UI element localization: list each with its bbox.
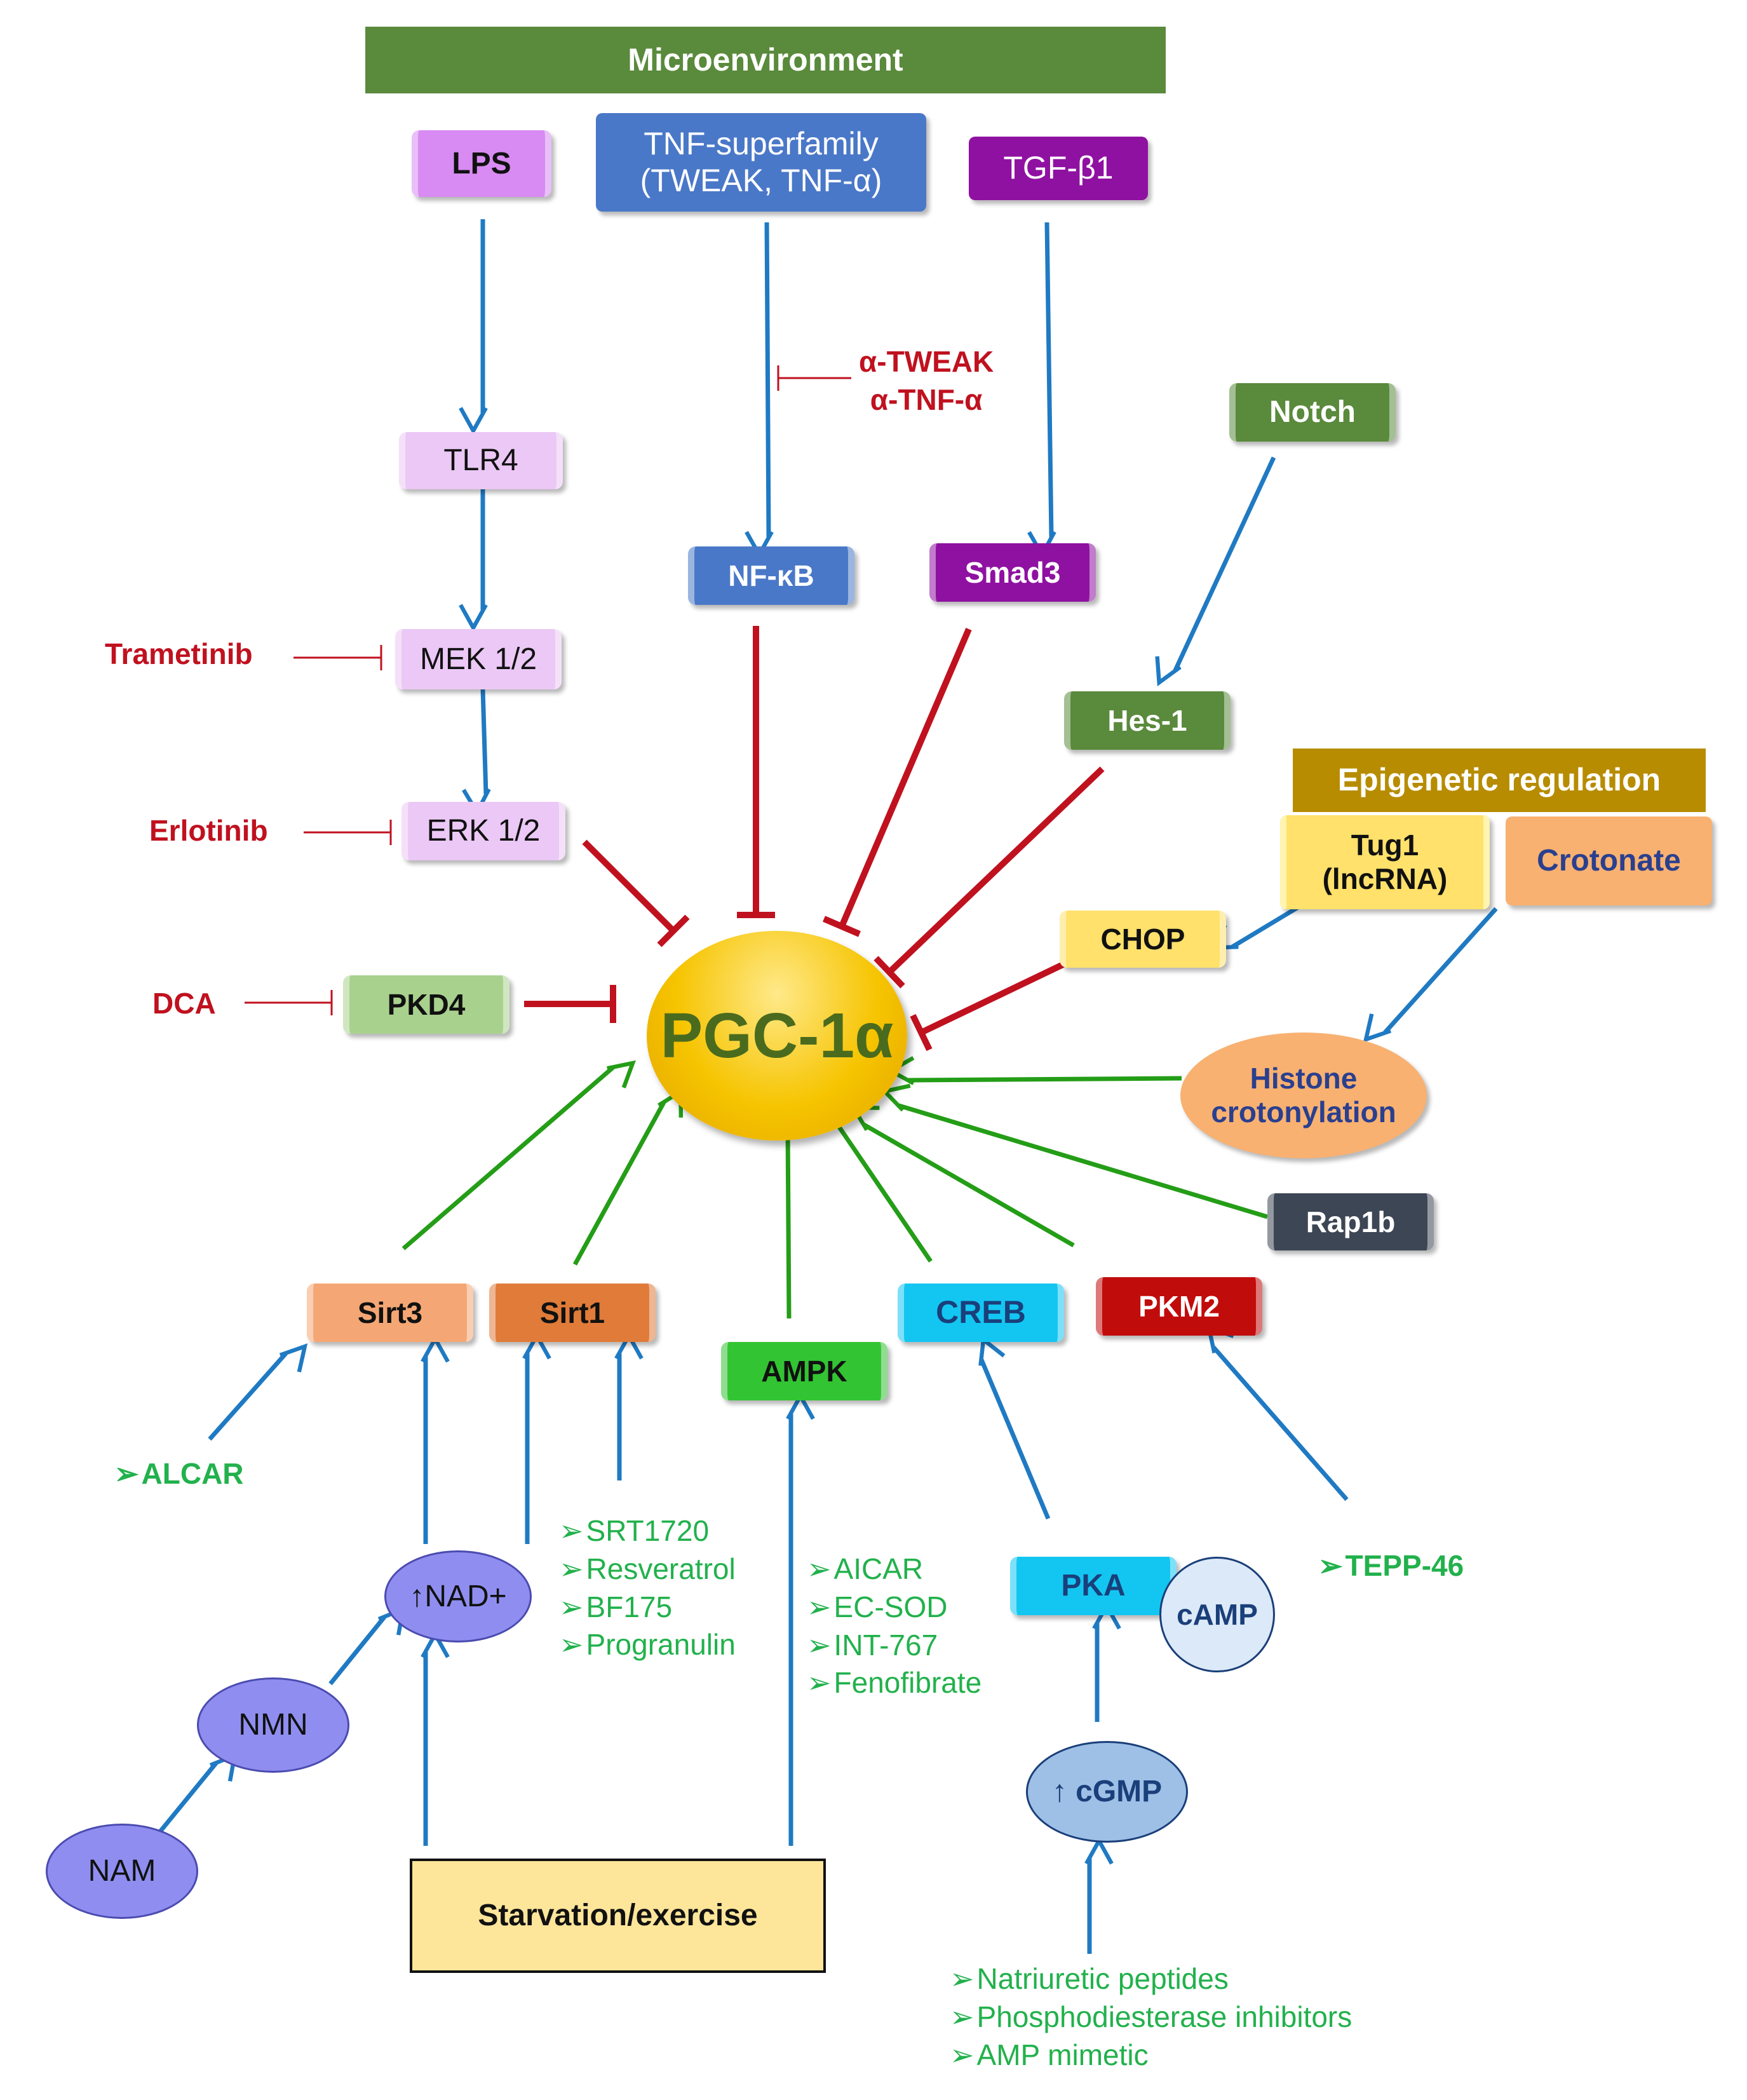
list-ampk-activators: AICAR EC-SOD INT-767 Fenofibrate — [807, 1550, 982, 1702]
node-mek: MEK 1/2 — [395, 629, 562, 689]
inhibit-erk-pgc1a-bar — [657, 914, 690, 947]
label-erlotinib: Erlotinib — [149, 814, 268, 847]
node-tnf-superfamily: TNF-superfamily (TWEAK, TNF-α) — [596, 113, 926, 212]
arrow-pka-creb — [978, 1336, 1051, 1520]
arrow-histone-pgc1a — [886, 1056, 1182, 1085]
tnf-line-2: (TWEAK, TNF-α) — [640, 162, 882, 198]
node-tgf-beta1: TGF-β1 — [969, 137, 1148, 200]
label-dca: DCA — [152, 987, 216, 1020]
arrow-mek-erk — [462, 689, 491, 817]
cgmp-inducer: Natriuretic peptides — [950, 1960, 1352, 1998]
sirt1-activator: Progranulin — [559, 1626, 736, 1664]
arrow-creb-pgc1a — [830, 1097, 933, 1263]
ampk-activator: Fenofibrate — [807, 1664, 982, 1702]
arrow-notch-hes1 — [1155, 456, 1276, 687]
arrow-crotonate-histone — [1363, 907, 1498, 1043]
list-sirt1-activators: SRT1720 Resveratrol BF175 Progranulin — [559, 1512, 736, 1664]
inhibit-chop-pgc1a-bar — [910, 1013, 933, 1052]
inhibit-smad3-pgc1a-bar — [823, 916, 861, 937]
node-notch: Notch — [1229, 383, 1396, 442]
node-lps: LPS — [412, 130, 551, 197]
node-smad3: Smad3 — [929, 543, 1096, 602]
tug1-line-2: (lncRNA) — [1322, 862, 1448, 895]
node-pkm2: PKM2 — [1096, 1277, 1262, 1336]
node-sirt1: Sirt1 — [489, 1284, 656, 1342]
microenvironment-header: Microenvironment — [365, 27, 1166, 93]
node-nad: ↑NAD+ — [384, 1550, 532, 1643]
ampk-activator: EC-SOD — [807, 1589, 981, 1627]
inhibit-smad3-pgc1a — [839, 628, 972, 928]
arrow-nam-nmn — [157, 1752, 238, 1835]
node-pka: PKA — [1010, 1557, 1177, 1615]
arrow-ampk-pgc1a — [783, 1106, 812, 1319]
arrow-alcar-sirt3 — [208, 1343, 308, 1441]
node-creb: CREB — [898, 1284, 1064, 1342]
label-trametinib: Trametinib — [105, 637, 253, 670]
arrow-pkm2-pgc1a — [849, 1105, 1075, 1248]
node-cgmp: ↑ cGMP — [1026, 1741, 1188, 1843]
tnf-line-1: TNF-superfamily — [644, 126, 879, 161]
node-nam: NAM — [46, 1824, 198, 1919]
node-crotonate: Crotonate — [1506, 816, 1712, 905]
list-cgmp-inducers: Natriuretic peptides Phosphodiesterase i… — [950, 1960, 1352, 2074]
histone-line-1: Histone — [1250, 1062, 1358, 1095]
cgmp-inducer: AMP mimetic — [950, 2036, 1352, 2075]
node-chop: CHOP — [1060, 911, 1226, 968]
label-anti-tnf-antibodies: α-TWEAK α-TNF-α — [859, 343, 994, 419]
node-camp: cAMP — [1159, 1557, 1275, 1672]
label-anti-tnf: α-TNF-α — [870, 383, 983, 416]
arrow-tgf-smad3 — [1027, 222, 1056, 559]
ampk-activator: AICAR — [807, 1550, 981, 1589]
node-starvation-exercise: Starvation/exercise — [410, 1859, 826, 1973]
label-anti-tweak: α-TWEAK — [859, 345, 994, 378]
node-sirt3: Sirt3 — [307, 1284, 473, 1342]
label-tepp46: TEPP-46 — [1318, 1547, 1464, 1585]
pgc1a-node: PGC-1α — [647, 931, 907, 1141]
arrow-tnf-nfkb — [745, 222, 774, 559]
node-pkd4: PKD4 — [343, 975, 509, 1034]
node-tug1: Tug1 (lncRNA) — [1280, 815, 1490, 909]
node-nmn: NMN — [197, 1677, 349, 1773]
node-hes1: Hes-1 — [1064, 691, 1231, 750]
ampk-activator: INT-767 — [807, 1627, 981, 1665]
arrow-sirt1-pgc1a — [572, 1087, 684, 1266]
sirt1-activator: BF175 — [559, 1589, 736, 1627]
arrow-sirt3-pgc1a — [401, 1060, 636, 1250]
label-alcar: ALCAR — [114, 1455, 244, 1493]
node-ampk: AMPK — [721, 1342, 887, 1400]
inhibit-erk-pgc1a — [582, 839, 676, 933]
node-erk: ERK 1/2 — [401, 802, 565, 860]
node-rap1b: Rap1b — [1267, 1193, 1434, 1250]
cgmp-inducer: Phosphodiesterase inhibitors — [950, 1998, 1352, 2036]
arrow-nmn-nad — [328, 1606, 406, 1686]
arrow-tepp-pkm2 — [1206, 1324, 1349, 1501]
inhibit-hes1-pgc1a — [887, 766, 1105, 975]
inhibit-chop-pgc1a — [919, 956, 1076, 1036]
sirt1-activator: Resveratrol — [559, 1550, 736, 1589]
histone-line-2: crotonylation — [1211, 1095, 1396, 1128]
arrow-tug1-chop — [1208, 904, 1302, 950]
node-nfkb: NF-κB — [688, 546, 854, 605]
epigenetic-header: Epigenetic regulation — [1293, 749, 1706, 812]
inhibit-hes1-pgc1a-bar — [874, 956, 905, 989]
node-tlr4: TLR4 — [399, 432, 563, 489]
sirt1-activator: SRT1720 — [559, 1512, 736, 1550]
arrow-rap1b-pgc1a — [880, 1083, 1269, 1219]
node-histone-crotonylation: Histone crotonylation — [1180, 1033, 1427, 1158]
tug1-line-1: Tug1 — [1351, 829, 1419, 862]
